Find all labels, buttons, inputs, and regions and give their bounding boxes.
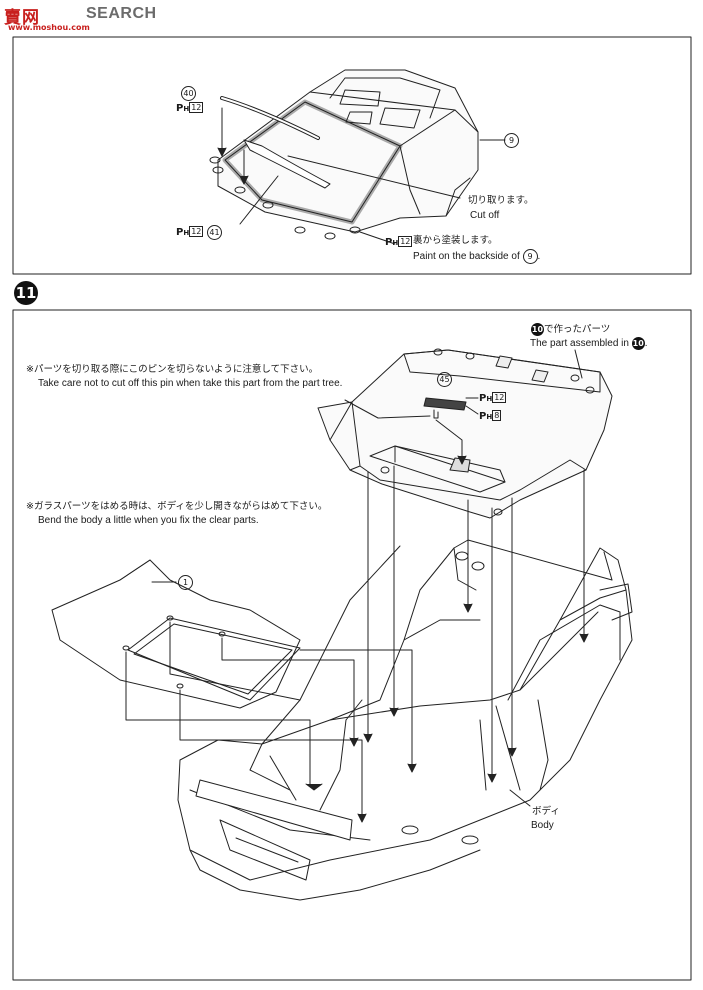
part-10-assembly xyxy=(317,348,613,519)
part-45-light xyxy=(423,397,467,419)
watermark-brand: 賣网 xyxy=(4,8,40,28)
pin-note-jp: ※パーツを切り取る際にこのピンを切らないように注意して下さい。 xyxy=(26,364,319,375)
part-1-number: 1 xyxy=(178,575,193,590)
watermark-search: SEARCH xyxy=(86,5,157,22)
glass-note-en: Bend the body a little when you fix the … xyxy=(38,515,259,526)
part-45-number: 45 xyxy=(437,372,452,387)
step11-panel-frame xyxy=(12,309,692,981)
part-41-number: 41 xyxy=(207,225,222,240)
paint-backside-en: Paint on the backside of 9. xyxy=(413,249,541,264)
watermark-url: www.moshou.com xyxy=(8,23,90,32)
part-9-number: 9 xyxy=(504,133,519,148)
body-label-en: Body xyxy=(531,820,554,831)
glass-note-jp: ※ガラスパーツをはめる時は、ボディを少し開きながらはめて下さい。 xyxy=(26,501,328,512)
body-label-jp: ボディ xyxy=(532,806,560,817)
assembled-part-en: The part assembled in 10. xyxy=(530,337,648,350)
cutoff-note-en: Cut off xyxy=(470,210,500,221)
step-number-badge: 11 xyxy=(14,281,38,305)
assembled-part-jp: 10で作ったパーツ xyxy=(531,323,611,336)
cutoff-note-jp: 切り取ります。 xyxy=(468,195,534,206)
part-40-number: 40 xyxy=(181,86,196,101)
paint-backside-jp: 裏から塗装します。 xyxy=(413,235,498,246)
part-41-strip xyxy=(243,139,331,189)
part-1-windshield xyxy=(51,559,301,709)
roof-part-9 xyxy=(209,69,479,240)
pin-note-en: Take care not to cut off this pin when t… xyxy=(38,378,343,389)
top-panel-frame xyxy=(12,36,692,275)
part-40-strip xyxy=(220,96,320,140)
